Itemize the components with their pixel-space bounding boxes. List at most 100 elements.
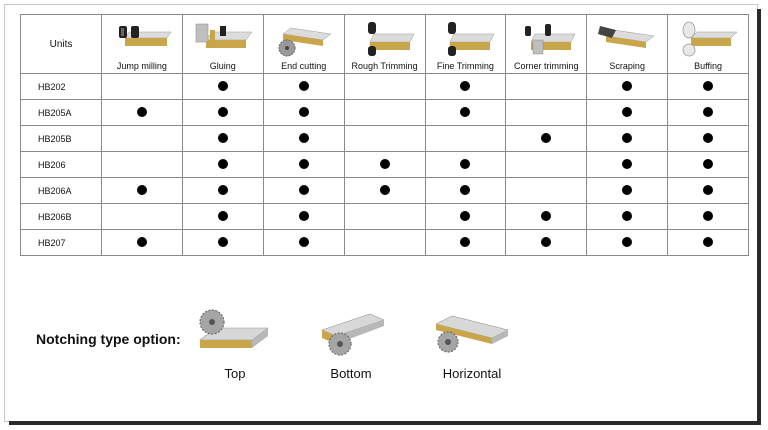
process-cell: [667, 73, 749, 100]
included-dot-icon: [541, 210, 552, 221]
included-dot-icon: [703, 158, 714, 169]
included-dot-icon: [622, 106, 633, 117]
end-cutting-icon: [278, 27, 332, 56]
process-cell: [424, 125, 507, 152]
included-dot-icon: [541, 236, 552, 247]
included-dot-icon: [217, 184, 228, 195]
process-cell: [667, 203, 749, 230]
col-jump-milling: Jump milling: [101, 14, 183, 74]
unit-label: HB206A: [20, 177, 102, 204]
buffing-icon: [682, 21, 738, 56]
process-cell: [667, 99, 749, 126]
process-cell: [181, 229, 264, 256]
process-cell: [262, 229, 345, 256]
process-cell: [505, 203, 588, 230]
included-dot-icon: [298, 80, 309, 91]
table-row: HB206: [20, 151, 749, 178]
notching-option-label: Bottom: [330, 366, 372, 381]
process-cell: [262, 151, 345, 178]
table-row: HB202: [20, 73, 749, 100]
process-cell: [262, 99, 345, 126]
notching-option-horizontal: Horizontal: [432, 306, 512, 381]
process-cell: [586, 151, 669, 178]
included-dot-icon: [460, 80, 471, 91]
table-row: HB205A: [20, 99, 749, 126]
process-cell: [101, 73, 183, 100]
fine-trimming-icon: [448, 21, 495, 56]
unit-label: HB202: [20, 73, 102, 100]
process-cell: [505, 229, 588, 256]
process-cell: [262, 73, 345, 100]
included-dot-icon: [136, 184, 147, 195]
unit-label: HB205A: [20, 99, 102, 126]
process-cell: [181, 73, 264, 100]
units-header: Units: [20, 14, 102, 74]
process-cell: [181, 99, 264, 126]
gluing-icon: [195, 23, 253, 48]
unit-label: HB206: [20, 151, 102, 178]
included-dot-icon: [541, 132, 552, 143]
col-label: Rough Trimming: [351, 60, 418, 71]
process-cell: [101, 203, 183, 230]
col-scraping: Scraping: [586, 14, 669, 74]
notching-bottom-icon: [321, 313, 385, 356]
included-dot-icon: [622, 236, 633, 247]
process-cell: [343, 151, 426, 178]
col-fine-trimming: Fine Trimming: [424, 14, 507, 74]
included-dot-icon: [298, 158, 309, 169]
process-cell: [424, 203, 507, 230]
included-dot-icon: [217, 132, 228, 143]
process-cell: [586, 99, 669, 126]
process-cell: [343, 229, 426, 256]
process-cell: [505, 177, 588, 204]
process-cell: [586, 203, 669, 230]
included-dot-icon: [298, 210, 309, 221]
process-cell: [505, 99, 588, 126]
process-cell: [667, 177, 749, 204]
included-dot-icon: [379, 184, 390, 195]
unit-label: HB207: [20, 229, 102, 256]
rough-trimming-icon: [367, 21, 414, 56]
col-corner-trimming: Corner trimming: [505, 14, 588, 74]
notching-option-label: Horizontal: [442, 366, 502, 381]
notching-option-label: Top: [224, 366, 246, 381]
included-dot-icon: [217, 106, 228, 117]
process-cell: [586, 125, 669, 152]
included-dot-icon: [298, 106, 309, 117]
process-cell: [262, 177, 345, 204]
process-cell: [586, 73, 669, 100]
included-dot-icon: [460, 106, 471, 117]
process-cell: [424, 99, 507, 126]
process-cell: [343, 177, 426, 204]
process-cell: [505, 151, 588, 178]
jump-milling-icon: [118, 25, 172, 46]
col-gluing: Gluing: [181, 14, 264, 74]
col-buffing: Buffing: [667, 14, 749, 74]
included-dot-icon: [460, 210, 471, 221]
process-cell: [667, 229, 749, 256]
process-cell: [586, 177, 669, 204]
included-dot-icon: [703, 106, 714, 117]
process-cell: [424, 73, 507, 100]
included-dot-icon: [622, 158, 633, 169]
corner-trimming-icon: [525, 23, 576, 54]
included-dot-icon: [703, 132, 714, 143]
included-dot-icon: [217, 210, 228, 221]
included-dot-icon: [622, 184, 633, 195]
included-dot-icon: [136, 106, 147, 117]
included-dot-icon: [460, 184, 471, 195]
unit-label: HB206B: [20, 203, 102, 230]
col-end-cutting: End cutting: [262, 14, 345, 74]
col-label: Scraping: [609, 60, 645, 71]
process-cell: [181, 151, 264, 178]
process-cell: [262, 125, 345, 152]
included-dot-icon: [622, 132, 633, 143]
process-cell: [343, 125, 426, 152]
process-cell: [101, 229, 183, 256]
process-cell: [343, 73, 426, 100]
included-dot-icon: [703, 80, 714, 91]
process-cell: [101, 125, 183, 152]
included-dot-icon: [298, 184, 309, 195]
process-cell: [505, 125, 588, 152]
process-cell: [101, 177, 183, 204]
